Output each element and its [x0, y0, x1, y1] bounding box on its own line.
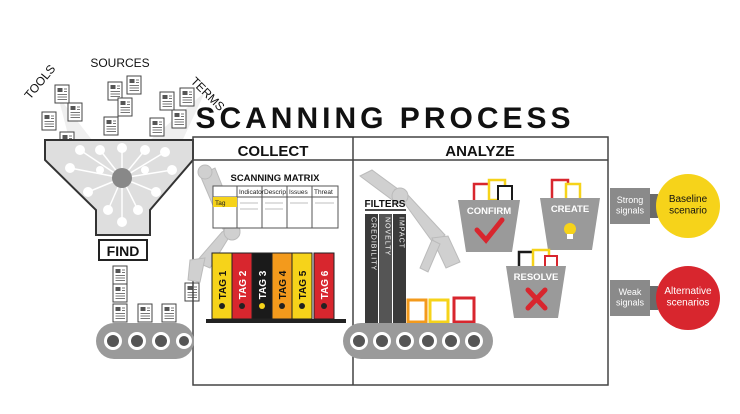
- conveyor-left: [96, 323, 194, 359]
- resolve-label: RESOLVE: [514, 272, 559, 283]
- matrix-col-issues: Issues: [289, 189, 309, 196]
- funnel: [45, 140, 193, 235]
- filter-novelty: NOVELTY: [379, 214, 392, 324]
- svg-text:TAG 4: TAG 4: [278, 270, 289, 299]
- binder-tag-1: TAG 1: [212, 253, 232, 319]
- resolve-bin: RESOLVE: [506, 250, 566, 318]
- tag-binders: TAG 1 TAG 2 TAG 3 TAG 4 TAG 5 TAG 6: [212, 253, 334, 319]
- collect-heading: COLLECT: [238, 143, 309, 160]
- conveyor-right: [343, 323, 493, 359]
- binder-tag-6: TAG 6: [314, 253, 334, 319]
- svg-text:TAG 5: TAG 5: [298, 270, 309, 299]
- filters-title: FILTERS: [365, 199, 406, 210]
- svg-text:TAG 6: TAG 6: [320, 270, 331, 299]
- matrix-col-threat: Threat: [314, 189, 333, 196]
- filter-impact: IMPACT: [393, 214, 406, 324]
- input-label-tools: TOOLS: [22, 62, 59, 102]
- matrix-col-indicator: Indicator: [239, 189, 265, 196]
- diagram-title: SCANNING PROCESS: [195, 102, 574, 135]
- find-label: FIND: [107, 243, 140, 259]
- analyze-heading: ANALYZE: [445, 143, 514, 160]
- found-documents: [113, 266, 199, 322]
- confirm-bin: CONFIRM: [458, 180, 520, 252]
- create-bin: CREATE: [540, 180, 600, 250]
- confirm-label: CONFIRM: [467, 206, 511, 217]
- binder-tag-3: TAG 3: [252, 253, 272, 319]
- binder-tag-2: TAG 2: [232, 253, 252, 319]
- input-label-sources: SOURCES: [90, 56, 149, 70]
- svg-text:TAG 2: TAG 2: [238, 270, 249, 299]
- svg-text:CREDIBILITY: CREDIBILITY: [370, 217, 377, 271]
- filter-credibility: CREDIBILITY: [365, 214, 378, 324]
- binder-shelf: [206, 319, 346, 323]
- binder-tag-4: TAG 4: [272, 253, 292, 319]
- filtered-items: [408, 298, 474, 322]
- svg-text:TAG 1: TAG 1: [218, 270, 229, 299]
- network-hub: [112, 168, 132, 188]
- binder-tag-5: TAG 5: [292, 253, 312, 319]
- svg-text:NOVELTY: NOVELTY: [384, 217, 391, 256]
- matrix-title: SCANNING MATRIX: [230, 173, 320, 184]
- create-label: CREATE: [551, 204, 589, 215]
- matrix-col-tag: Tag: [215, 200, 226, 207]
- svg-text:TAG 3: TAG 3: [258, 270, 269, 299]
- matrix-col-description: Descrip.: [264, 189, 288, 196]
- svg-text:IMPACT: IMPACT: [398, 217, 405, 249]
